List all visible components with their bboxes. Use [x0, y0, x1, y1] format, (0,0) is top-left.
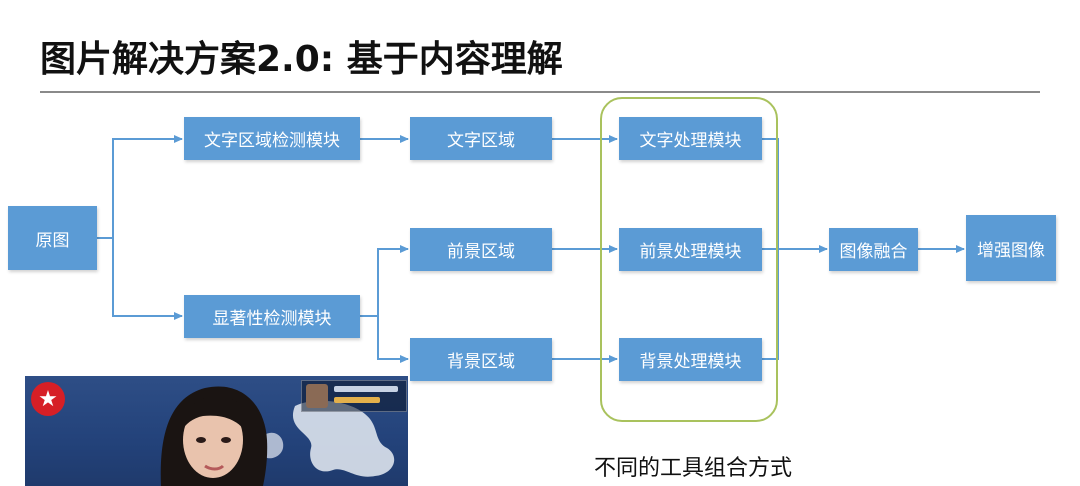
badge-time-bar	[334, 397, 380, 403]
node-text-region: 文字区域	[410, 117, 552, 160]
node-saliency-detect: 显著性检测模块	[184, 295, 360, 338]
slide-title: 图片解决方案2.0: 基于内容理解	[40, 39, 563, 80]
node-text-proc: 文字处理模块	[619, 117, 762, 160]
node-fg-proc: 前景处理模块	[619, 228, 762, 271]
node-fg-region: 前景区域	[410, 228, 552, 271]
group-caption: 不同的工具组合方式	[594, 456, 793, 481]
badge-thumbnail	[306, 384, 328, 408]
node-text-detect: 文字区域检测模块	[184, 117, 360, 160]
node-original: 原图	[8, 206, 97, 270]
tv-logo-icon: ★	[31, 382, 65, 416]
connector-to-text-detect	[112, 135, 183, 238]
node-enhance: 增强图像	[966, 215, 1056, 281]
connector-bg-proc-out	[762, 249, 779, 360]
connector-text-proc-out	[762, 138, 779, 249]
connector-to-bg-region	[377, 316, 409, 363]
presenter-figure	[160, 386, 268, 486]
example-tv-image: ★	[25, 376, 408, 486]
node-fusion: 图像融合	[829, 228, 918, 271]
tv-program-badge	[301, 380, 407, 412]
processing-group-outline	[600, 97, 778, 422]
connector-to-saliency	[112, 238, 183, 320]
badge-title-bar	[334, 386, 398, 392]
node-bg-proc: 背景处理模块	[619, 338, 762, 381]
title-divider	[40, 91, 1040, 93]
node-bg-region: 背景区域	[410, 338, 552, 381]
connector-to-fg-region	[377, 245, 409, 316]
